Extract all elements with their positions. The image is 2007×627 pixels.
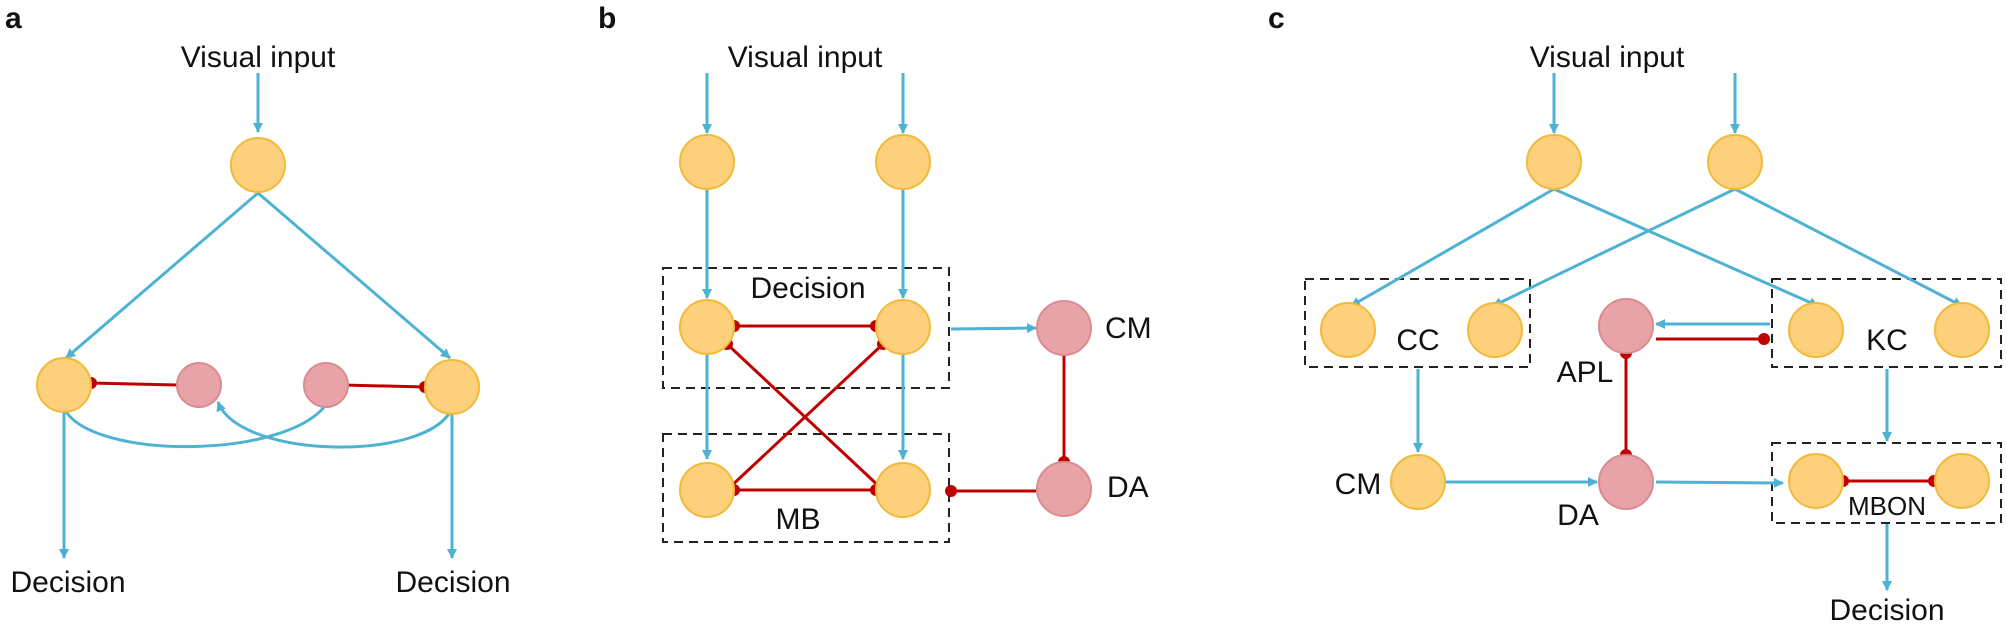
- panel-c-kc-neuron-left: [1788, 302, 1844, 358]
- panel-c-da-neuron: [1598, 454, 1654, 510]
- panel-b-tag: b: [598, 2, 616, 35]
- panel-c-cc-neuron-right: [1467, 302, 1523, 358]
- panel-c-cc-label: CC: [1396, 324, 1439, 357]
- panel-a-arrow-right-to-left-interneuron: [216, 401, 454, 449]
- panel-a-arrow-left-to-right-interneuron: [62, 397, 332, 449]
- panel-b-da-neuron: [1036, 461, 1092, 517]
- panel-c-arrow-left-to-kc: [1553, 187, 1819, 308]
- panel-c-arrow-left-to-cc: [1350, 187, 1555, 308]
- panel-a-decision-label-left: Decision: [10, 566, 125, 599]
- panel-b-input-neuron-right: [875, 134, 931, 190]
- panel-c-arrow-right-to-cc: [1492, 187, 1736, 308]
- panel-b-visual-input-label: Visual input: [728, 41, 883, 74]
- panel-a-tag: a: [5, 2, 22, 35]
- panel-c-kc-neuron-right: [1934, 302, 1990, 358]
- panel-a: a Visual input Decision Decision: [5, 2, 511, 599]
- panel-c-mbon-neuron-left: [1788, 453, 1844, 509]
- panel-c-cm-label: CM: [1335, 468, 1382, 501]
- panel-c-apl-label: APL: [1557, 356, 1614, 389]
- panel-b-cm-neuron: [1036, 300, 1092, 356]
- panel-b-decision-neuron-right: [875, 299, 931, 355]
- panel-b-mb-box: [662, 433, 950, 543]
- panel-a-arrow-top-to-left: [65, 191, 259, 360]
- panel-c-visual-input-label: Visual input: [1530, 41, 1685, 74]
- panel-c-decision-label: Decision: [1829, 594, 1944, 627]
- panel-a-right-interneuron: [303, 362, 349, 408]
- panel-a-left-interneuron: [176, 362, 222, 408]
- panel-c-kc-label: KC: [1866, 324, 1908, 357]
- panel-b-cross-link-b: [725, 342, 885, 492]
- panel-b-mb-neuron-left: [679, 462, 735, 518]
- panel-b-decision-neuron-left: [679, 299, 735, 355]
- panel-c-kc-box: [1771, 278, 2002, 368]
- panel-b-arrow-to-cm: [950, 323, 1037, 334]
- panel-b: b Visual input Decision MB: [598, 2, 1152, 543]
- panel-c-cc-neuron-left: [1320, 302, 1376, 358]
- panel-a-inhibitory-link-right: [342, 383, 427, 389]
- panel-c-arrow-right-to-kc: [1734, 187, 1963, 308]
- panel-b-decision-box-label: Decision: [750, 272, 865, 305]
- panel-a-inhibitory-link-left: [89, 381, 179, 387]
- panel-c-tag: c: [1268, 2, 1285, 35]
- panel-c-da-label: DA: [1557, 499, 1599, 532]
- panel-b-mb-box-label: MB: [776, 503, 821, 536]
- panel-c-cc-box: [1304, 278, 1531, 368]
- panel-c-input-neuron-right: [1707, 134, 1763, 190]
- panel-a-left-decision-neuron: [36, 357, 92, 413]
- panel-b-inhibitory-terminal: [945, 485, 957, 497]
- panel-a-arrow-top-to-right: [257, 191, 451, 360]
- panel-a-visual-input-label: Visual input: [181, 41, 336, 74]
- panel-b-decision-box: [662, 267, 950, 389]
- panel-c: c Visual input CC: [1268, 2, 2002, 627]
- panel-b-da-label: DA: [1107, 471, 1149, 504]
- panel-c-mbon-neuron-right: [1934, 453, 1990, 509]
- panel-c-input-neuron-left: [1526, 134, 1582, 190]
- panel-c-cm-neuron: [1390, 454, 1446, 510]
- panel-b-cm-label: CM: [1105, 312, 1152, 345]
- panel-a-input-neuron: [230, 137, 286, 193]
- panel-c-arrow-da-to-mbon: [1655, 477, 1784, 488]
- panel-c-inhibitory-terminal: [1758, 333, 1770, 345]
- panel-b-mb-neuron-right: [875, 462, 931, 518]
- panel-a-right-decision-neuron: [424, 359, 480, 415]
- panel-b-input-neuron-left: [679, 134, 735, 190]
- panel-c-apl-neuron: [1598, 298, 1654, 354]
- panel-c-mbon-label: MBON: [1848, 491, 1926, 521]
- panel-a-decision-label-right: Decision: [395, 566, 510, 599]
